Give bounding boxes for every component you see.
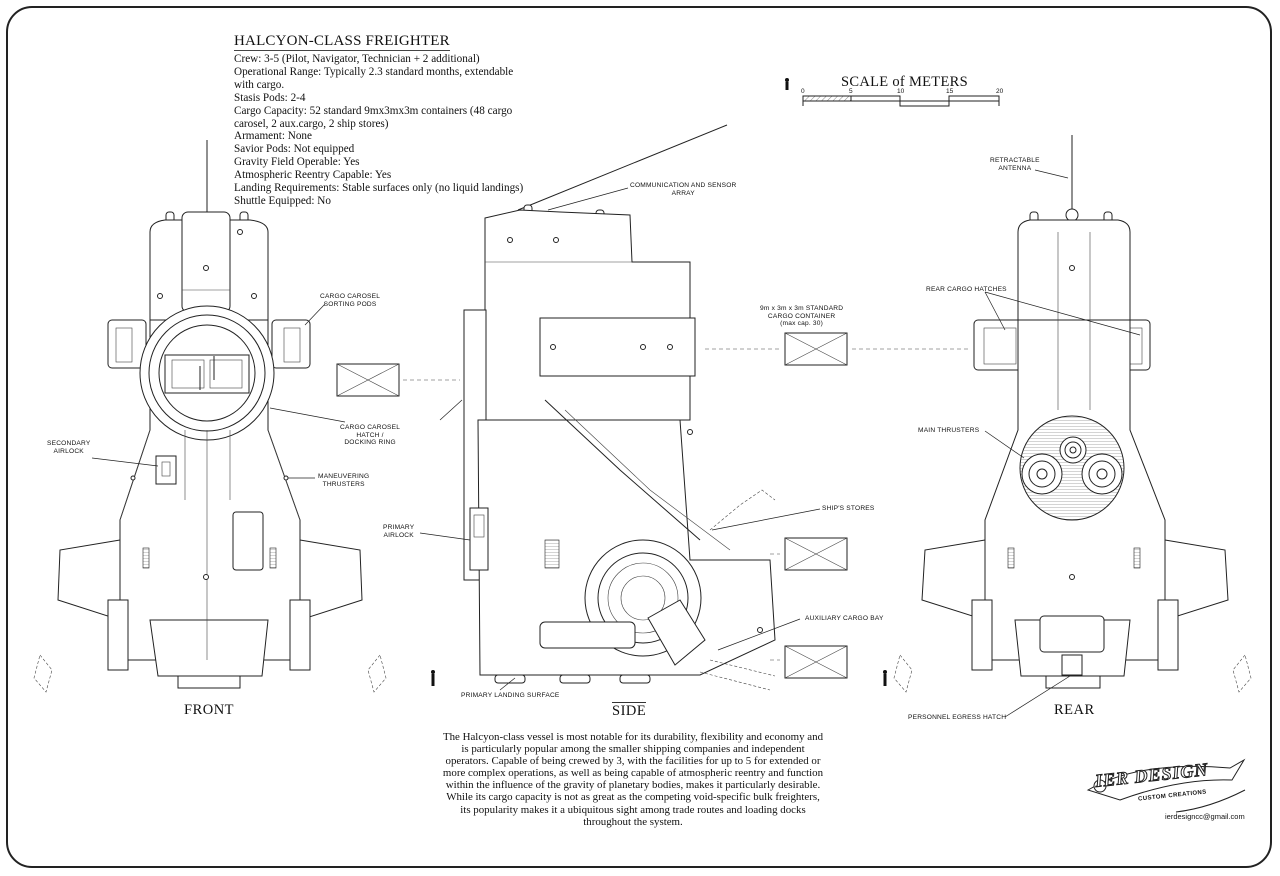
scale-title: SCALE of METERS (841, 74, 968, 90)
cargo-container-markers (336, 332, 968, 679)
view-title-front: FRONT (184, 702, 235, 718)
spec-line: Armament: None (234, 130, 312, 143)
vessel-title: HALCYON-CLASS FREIGHTER (234, 33, 450, 51)
front-view (33, 140, 387, 693)
spec-line: Crew: 3-5 (Pilot, Navigator, Technician … (234, 53, 480, 65)
spec-line: Operational Range: Typically 2.3 standar… (234, 65, 514, 91)
spec-line: Landing Requirements: Stable surfaces on… (234, 182, 524, 195)
spec-line: Cargo Capacity: 52 standard 9mx3mx3m con… (234, 104, 513, 130)
logo-mark (1086, 758, 1246, 813)
side-view (431, 124, 776, 691)
scale-tick: 10 (897, 88, 905, 95)
spec-line: Atmospheric Reentry Capable: Yes (234, 169, 392, 182)
label-primary-landing-surface: PRIMARY LANDING SURFACE (461, 692, 560, 699)
label-rear-cargo-hatches: REAR CARGO HATCHES (926, 286, 1007, 293)
view-title-side: SIDE (612, 702, 647, 719)
scale-tick: 0 (801, 88, 805, 95)
label-personnel-egress-hatch: PERSONNEL EGRESS HATCH (908, 714, 1007, 721)
sheet-border (6, 6, 1272, 868)
label-auxiliary-cargo-bay: AUXILIARY CARGO BAY (805, 615, 884, 622)
rear-view (883, 135, 1252, 693)
vessel-description: The Halcyon-class vessel is most notable… (442, 731, 824, 828)
leader-lines (91, 169, 1141, 718)
spec-line: Gravity Field Operable: Yes (234, 156, 360, 169)
spec-line: Shuttle Equipped: No (234, 194, 331, 207)
spec-line: Savior Pods: Not equipped (234, 143, 355, 156)
scale-tick: 15 (946, 88, 954, 95)
scale-tick: 20 (996, 88, 1004, 95)
contact-email: ierdesigncc@gmail.com (1165, 812, 1245, 821)
label-ships-stores: SHIP'S STORES (822, 505, 875, 512)
spec-line: Stasis Pods: 2-4 (234, 91, 306, 104)
spec-block: HALCYON-CLASS FREIGHTER Crew: 3-5 (Pilot… (234, 33, 534, 208)
label-main-thrusters: MAIN THRUSTERS (918, 427, 980, 434)
scale-tick: 5 (849, 88, 853, 95)
scale-bar (785, 78, 1000, 107)
view-title-rear: REAR (1054, 702, 1095, 718)
